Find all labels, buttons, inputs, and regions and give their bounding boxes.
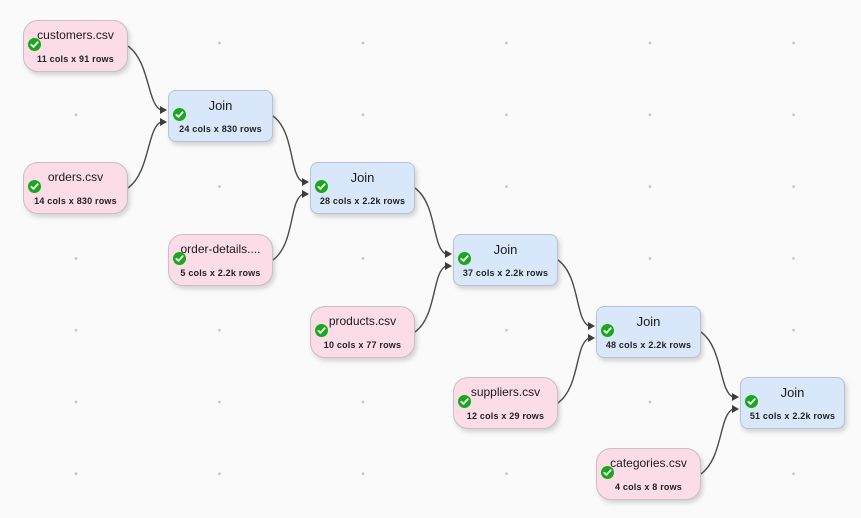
node-order-details-csv[interactable]: order-details.... 5 cols x 2.2k rows [168, 234, 273, 286]
edge-suppliers-to-join4 [557, 337, 590, 404]
node-products-csv[interactable]: products.csv 10 cols x 77 rows [310, 306, 415, 358]
node-title: Join [350, 170, 375, 185]
status-success-icon [173, 252, 186, 265]
node-join-4[interactable]: Join 48 cols x 2.2k rows [596, 306, 701, 358]
node-subtitle: 48 cols x 2.2k rows [605, 340, 692, 350]
node-title: suppliers.csv [470, 385, 541, 399]
node-join-2[interactable]: Join 28 cols x 2.2k rows [310, 162, 415, 214]
node-suppliers-csv[interactable]: suppliers.csv 12 cols x 29 rows [453, 377, 558, 429]
status-success-icon [28, 38, 41, 51]
edge-customers-to-join1 [127, 45, 162, 111]
status-success-icon [601, 324, 614, 337]
node-subtitle: 51 cols x 2.2k rows [749, 411, 836, 421]
node-subtitle: 37 cols x 2.2k rows [462, 268, 549, 278]
edge-order_details-to-join2 [272, 193, 304, 261]
arrowhead-icon [588, 334, 595, 342]
arrowhead-icon [445, 250, 452, 258]
node-subtitle: 14 cols x 830 rows [34, 196, 117, 206]
node-join-3[interactable]: Join 37 cols x 2.2k rows [453, 234, 558, 286]
node-orders-csv[interactable]: orders.csv 14 cols x 830 rows [23, 162, 128, 214]
node-join-1[interactable]: Join 24 cols x 830 rows [168, 90, 273, 142]
edge-orders-to-join1 [127, 121, 162, 189]
node-subtitle: 5 cols x 2.2k rows [180, 268, 261, 278]
node-title: customers.csv [37, 28, 114, 42]
node-title: orders.csv [47, 170, 104, 184]
node-subtitle: 4 cols x 8 rows [614, 482, 683, 492]
node-title: Join [208, 98, 233, 113]
node-subtitle: 11 cols x 91 rows [37, 54, 114, 64]
status-success-icon [458, 252, 471, 265]
node-subtitle: 24 cols x 830 rows [179, 124, 262, 134]
node-categories-csv[interactable]: categories.csv 4 cols x 8 rows [596, 448, 701, 500]
arrowhead-icon [732, 405, 739, 413]
node-title: Join [493, 242, 518, 257]
arrowhead-icon [160, 118, 167, 126]
arrowhead-icon [588, 322, 595, 330]
node-title: categories.csv [610, 456, 687, 470]
status-success-icon [745, 395, 758, 408]
node-subtitle: 28 cols x 2.2k rows [319, 196, 406, 206]
edge-products-to-join3 [414, 265, 447, 333]
node-join-5[interactable]: Join 51 cols x 2.2k rows [740, 377, 845, 429]
arrowhead-icon [445, 262, 452, 270]
edge-join1-to-join2 [272, 115, 304, 183]
node-title: Join [780, 385, 805, 400]
status-success-icon [458, 395, 471, 408]
node-subtitle: 10 cols x 77 rows [323, 340, 402, 350]
arrowhead-icon [160, 106, 167, 114]
status-success-icon [28, 180, 41, 193]
edge-categories-to-join5 [700, 408, 734, 475]
node-customers-csv[interactable]: customers.csv 11 cols x 91 rows [23, 20, 128, 72]
node-title: order-details.... [180, 242, 261, 256]
edge-join4-to-join5 [700, 331, 734, 398]
edge-join2-to-join3 [414, 187, 447, 255]
status-success-icon [315, 180, 328, 193]
arrowhead-icon [302, 178, 309, 186]
node-subtitle: 12 cols x 29 rows [466, 411, 545, 421]
node-title: products.csv [328, 314, 397, 328]
status-success-icon [315, 324, 328, 337]
arrowhead-icon [302, 190, 309, 198]
arrowhead-icon [732, 393, 739, 401]
edge-join3-to-join4 [557, 259, 590, 327]
status-success-icon [173, 108, 186, 121]
status-success-icon [601, 466, 614, 479]
node-title: Join [636, 314, 661, 329]
